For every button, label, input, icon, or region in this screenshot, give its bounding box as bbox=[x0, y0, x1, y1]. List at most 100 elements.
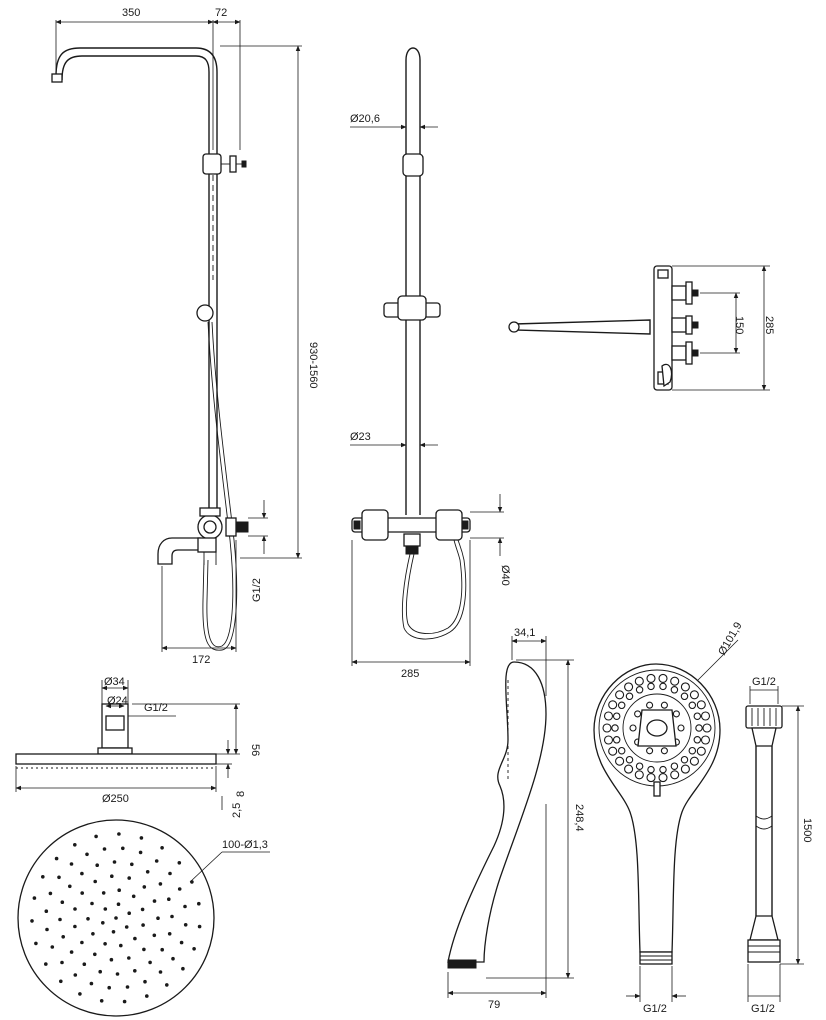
nozzle-dot bbox=[133, 969, 137, 973]
label-head-nozzles: 100-Ø1,3 bbox=[222, 839, 268, 851]
label-head-rim: 2,5 bbox=[231, 803, 243, 818]
hand-jet bbox=[693, 736, 702, 744]
nozzle-dot bbox=[114, 916, 118, 920]
wall-bracket-screw bbox=[241, 160, 247, 168]
nozzle-dot bbox=[82, 962, 87, 966]
hand-jet bbox=[670, 676, 680, 686]
hand-jet bbox=[695, 724, 703, 732]
hand-jet bbox=[677, 724, 685, 732]
wall-bracket-upper bbox=[229, 155, 237, 173]
nozzle-dot bbox=[60, 900, 65, 904]
hand-jet bbox=[700, 711, 711, 721]
hand-jet bbox=[670, 762, 679, 770]
mixer-top-view: 150 285 bbox=[508, 265, 775, 391]
label-head-height: 56 bbox=[249, 744, 261, 756]
top-inlet-lower bbox=[685, 341, 693, 365]
hand-jet bbox=[612, 736, 621, 744]
nozzle-dot bbox=[48, 891, 53, 896]
label-mixer-width: 285 bbox=[401, 668, 419, 680]
hand-jet bbox=[624, 682, 634, 692]
nozzle-dot bbox=[138, 850, 143, 855]
nozzle-dot bbox=[122, 999, 127, 1004]
side-arm-top bbox=[405, 47, 421, 156]
nozzle-dot bbox=[59, 979, 63, 984]
hand-jet bbox=[603, 735, 614, 745]
label-inlet-thread: G1/2 bbox=[251, 578, 263, 602]
label-head-diameter: Ø250 bbox=[102, 793, 129, 805]
hand-jet bbox=[659, 682, 667, 691]
nozzle-dot bbox=[127, 956, 131, 960]
nozzle-dot bbox=[140, 907, 145, 912]
hand-jet bbox=[615, 690, 625, 700]
nozzle-dot bbox=[183, 923, 188, 927]
hand-jet bbox=[658, 773, 668, 783]
nozzle-dot bbox=[141, 923, 145, 927]
nozzle-dot bbox=[80, 871, 84, 876]
label-hose-top-thread: G1/2 bbox=[752, 676, 776, 688]
nozzle-dot bbox=[57, 875, 61, 880]
hand-jet bbox=[615, 756, 625, 766]
hand-jet bbox=[625, 755, 634, 764]
overhead-arm bbox=[55, 47, 218, 158]
label-head-thread: G1/2 bbox=[144, 702, 168, 714]
nozzle-dot bbox=[145, 870, 150, 874]
hand-jet bbox=[635, 762, 644, 770]
nozzle-dot bbox=[90, 901, 94, 906]
nozzle-dot bbox=[73, 907, 77, 911]
hand-jet bbox=[617, 701, 626, 710]
hand-front-thread bbox=[639, 951, 673, 965]
nozzle-dot bbox=[80, 891, 84, 895]
nozzle-dot bbox=[102, 847, 107, 851]
nozzle-dot bbox=[61, 935, 65, 939]
overhead-arm-inner bbox=[61, 55, 210, 158]
hand-jet bbox=[647, 682, 655, 691]
nozzle-dot bbox=[80, 940, 84, 945]
nozzle-dot bbox=[117, 832, 121, 836]
nozzle-dot bbox=[156, 916, 160, 920]
nozzle-dot bbox=[69, 862, 74, 866]
hand-jet bbox=[646, 747, 654, 755]
hand-jet bbox=[670, 770, 680, 780]
label-top-depth: 285 bbox=[763, 316, 775, 334]
nozzle-dot bbox=[32, 896, 37, 900]
label-mixer-diameter: Ø40 bbox=[499, 565, 511, 586]
nozzle-dot bbox=[109, 957, 114, 962]
top-spout bbox=[513, 319, 651, 335]
hand-jet bbox=[680, 692, 689, 701]
nozzle-dot bbox=[89, 981, 94, 986]
upper-collar bbox=[202, 153, 222, 175]
nozzle-dot bbox=[158, 970, 163, 974]
nozzle-dot bbox=[73, 924, 77, 929]
nozzle-dot bbox=[41, 875, 45, 879]
nozzle-dot bbox=[91, 932, 95, 936]
hand-jet bbox=[624, 764, 634, 774]
hand-jet bbox=[670, 686, 679, 694]
column-side-view: Ø20,6 Ø23 Ø40 285 bbox=[350, 47, 511, 680]
hand-jet bbox=[646, 773, 656, 783]
nozzle-dot bbox=[78, 992, 82, 996]
hand-jet bbox=[689, 690, 699, 700]
hand-jet bbox=[608, 746, 618, 756]
nozzle-dot bbox=[34, 941, 38, 946]
label-stem-inner: Ø24 bbox=[107, 695, 128, 707]
hand-jet bbox=[625, 692, 634, 701]
nozzle-dot bbox=[154, 859, 159, 863]
nozzle-dot bbox=[143, 979, 147, 984]
nozzle-dot bbox=[68, 884, 72, 889]
nozzle-dot bbox=[165, 983, 169, 987]
nozzle-dot bbox=[152, 899, 157, 903]
nozzle-dot bbox=[167, 897, 171, 901]
nozzle-dot bbox=[117, 888, 121, 892]
nozzle-dot bbox=[58, 917, 62, 922]
label-hose-bottom-thread: G1/2 bbox=[751, 1003, 775, 1015]
nozzle-dot bbox=[130, 862, 134, 867]
hand-shower-front-view: Ø101,9 G1/2 bbox=[593, 620, 745, 1015]
nozzle-dot bbox=[54, 856, 59, 861]
nozzle-dot bbox=[98, 969, 102, 974]
nozzle-dot bbox=[85, 852, 89, 857]
label-hand-bottom-width: 79 bbox=[488, 999, 500, 1011]
shower-head-connector bbox=[51, 73, 63, 83]
hand-shower-holder bbox=[196, 304, 214, 322]
nozzle-dot bbox=[101, 921, 105, 925]
nozzle-dot bbox=[197, 924, 202, 929]
